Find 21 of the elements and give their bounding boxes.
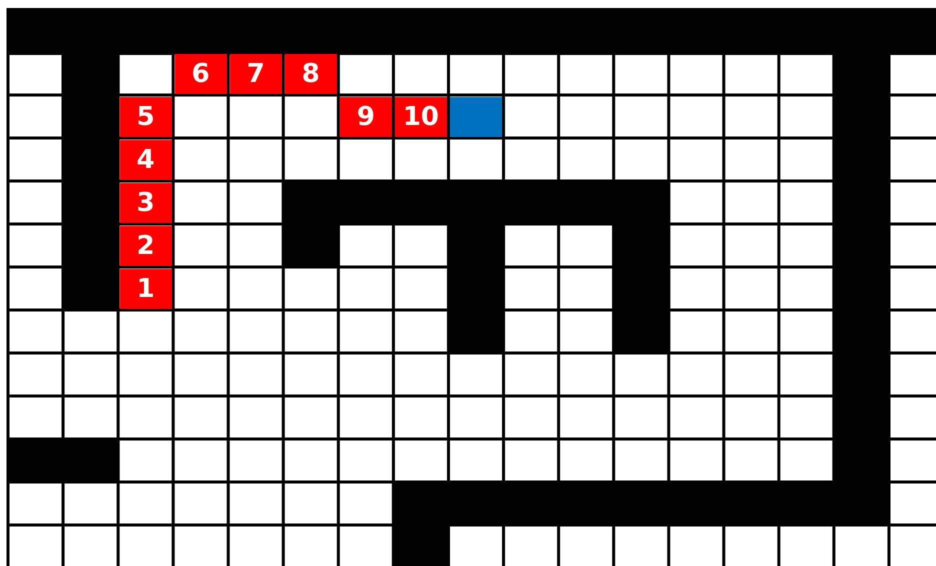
step-number: 10 — [402, 102, 440, 132]
step-number: 8 — [302, 58, 320, 88]
path-step-cell — [230, 54, 282, 94]
step-number: 7 — [246, 58, 265, 88]
goal-cell — [450, 96, 502, 136]
step-number: 2 — [136, 230, 155, 260]
step-number: 5 — [136, 102, 155, 132]
step-number: 6 — [192, 58, 210, 88]
path-step-cell — [340, 96, 392, 136]
path-step-cell — [120, 182, 172, 222]
path-step-cell — [174, 54, 227, 94]
step-number: 1 — [136, 274, 155, 304]
path-step-cell — [120, 226, 172, 266]
step-number: 9 — [356, 102, 375, 132]
path-step-cell — [284, 54, 337, 94]
path-step-cell — [394, 96, 447, 136]
path-step-cell — [120, 96, 172, 136]
step-number: 4 — [136, 144, 155, 174]
step-number: 3 — [136, 188, 155, 218]
path-step-cell — [120, 268, 172, 308]
path-step-cell — [120, 140, 172, 180]
